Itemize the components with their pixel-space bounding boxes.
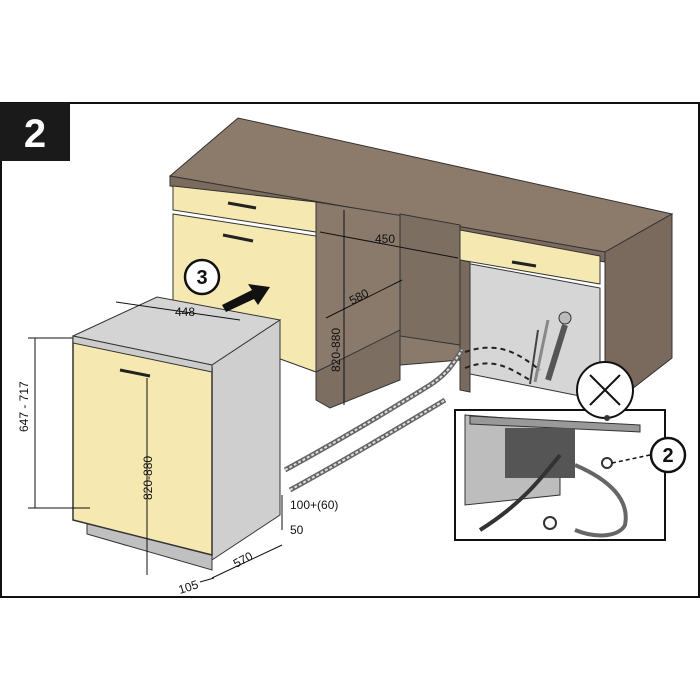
drawer-handle-3 [511,260,537,268]
diagram-frame [0,102,700,598]
dim-panel-height: 647 - 717 [17,381,31,432]
callout-2-label: 2 [662,445,673,467]
kitchen-cabinet [168,117,674,412]
hose-route-dashed [464,346,541,371]
dishwasher-front-panel [72,339,213,556]
dimension-lines [28,210,459,583]
inset-inlet-hose [574,463,628,538]
inset-hose-fitting [543,516,557,530]
callout-3-label: 3 [196,267,207,289]
supply-pipe [533,319,550,383]
inset-valve [601,457,613,469]
panel-handle [119,368,151,378]
detail-inset [454,409,666,541]
control-strip [72,335,213,373]
magnifier-detail [576,361,634,421]
inset-drain-hose [478,453,562,532]
pipe-cap [558,311,572,325]
hose-route-dashed-2 [464,362,531,381]
drawer-handle-1 [227,201,257,210]
dim-plinth: 100+(60) [290,498,338,512]
inset-appliance-base [505,428,575,478]
water-drop-icon [604,415,610,421]
insert-arrow [222,284,270,312]
valve-pipe [529,329,539,385]
drain-pipe [545,324,568,381]
sink-cabinet-frame [459,259,471,393]
step-number: 2 [24,112,46,156]
dim-plinth-depth: 50 [290,523,304,537]
niche-side-panel [399,213,461,346]
plumbing [529,311,572,385]
dim-appliance-height: 820-880 [141,456,155,500]
dim-niche-width: 450 [375,232,395,246]
drawer-handle-2 [222,233,254,243]
cabinet-side [604,213,673,412]
niche-base-panel [315,329,401,409]
dim-niche-height: 820-880 [329,328,343,372]
dim-appliance-width: 448 [175,305,195,319]
dishwasher [71,296,282,571]
drain-hose-outline [284,349,463,471]
inset-appliance-top [469,415,641,433]
callout-2-circle [649,436,687,474]
callout-3-circle [183,258,221,296]
right-drawer [459,229,601,285]
magnifier-cross-2 [589,374,621,406]
inlet-hose-outline [289,399,446,491]
step-badge [0,103,70,161]
dim-door-offset: 105 [177,577,201,597]
